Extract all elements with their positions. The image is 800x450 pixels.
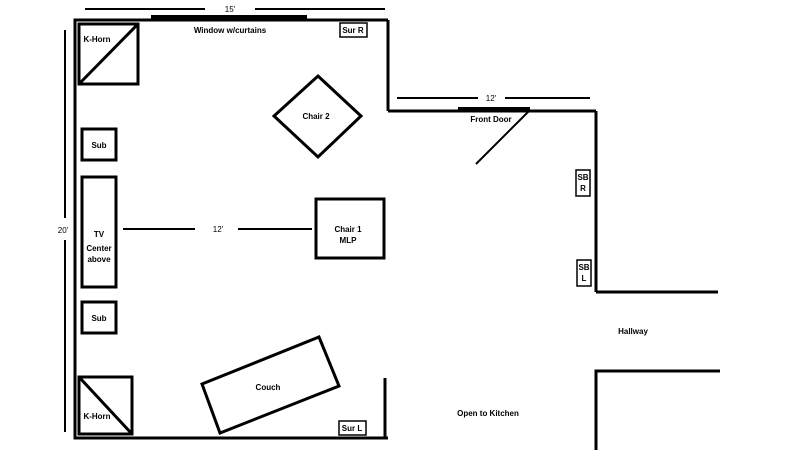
couch: Couch [200, 335, 341, 435]
sb-l-speaker: SB L [576, 259, 592, 287]
chair-1-mlp: Chair 1 MLP [314, 197, 386, 260]
front-door: Front Door [458, 107, 531, 165]
window-label: Window w/curtains [194, 26, 267, 35]
sb-r-label-line1: SB [577, 173, 588, 182]
sur-l-label: Sur L [342, 424, 363, 433]
sb-l-label-line2: L [582, 274, 587, 283]
sub-top: Sub [80, 127, 118, 162]
window: Window w/curtains [151, 15, 307, 35]
couch-label: Couch [256, 383, 281, 392]
front-door-label: Front Door [470, 115, 511, 124]
tv-center: TV Center above [80, 175, 118, 289]
chair-2-label: Chair 2 [302, 112, 330, 121]
chair-2: Chair 2 [271, 73, 364, 160]
dimension-left-height-label: 20' [58, 226, 69, 235]
dimension-top-width-label: 15' [225, 5, 236, 14]
sub-bottom: Sub [80, 300, 118, 335]
kitchen-label: Open to Kitchen [457, 409, 519, 418]
sub-top-label: Sub [91, 141, 106, 150]
khorn-bottom-label: K-Horn [83, 412, 110, 421]
dimension-entry-width: 12' [397, 94, 590, 103]
sb-r-label-line2: R [580, 184, 586, 193]
sur-r-speaker: Sur R [339, 22, 368, 38]
room-walls [73, 18, 720, 450]
hallway-label: Hallway [618, 327, 648, 336]
chair-1-label-line1: Chair 1 [334, 225, 362, 234]
dimension-left-height: 20' [58, 30, 69, 432]
khorn-top-label: K-Horn [83, 35, 110, 44]
dimension-top-width: 15' [85, 5, 385, 14]
chair-1-label-line2: MLP [340, 236, 358, 245]
sur-l-speaker: Sur L [338, 420, 367, 436]
sb-r-speaker: SB R [575, 169, 591, 197]
sur-r-label: Sur R [342, 26, 364, 35]
tv-label-line2: Center [86, 244, 111, 253]
sub-bottom-label: Sub [91, 314, 106, 323]
khorn-top: K-Horn [77, 22, 140, 86]
sb-l-label-line1: SB [578, 263, 589, 272]
dimension-tv-to-mlp: 12' [123, 225, 312, 234]
tv-label-line1: TV [94, 230, 105, 239]
dimension-entry-width-label: 12' [486, 94, 497, 103]
dimension-tv-to-mlp-label: 12' [213, 225, 224, 234]
khorn-bottom: K-Horn [77, 375, 134, 436]
tv-label-line3: above [87, 255, 111, 264]
